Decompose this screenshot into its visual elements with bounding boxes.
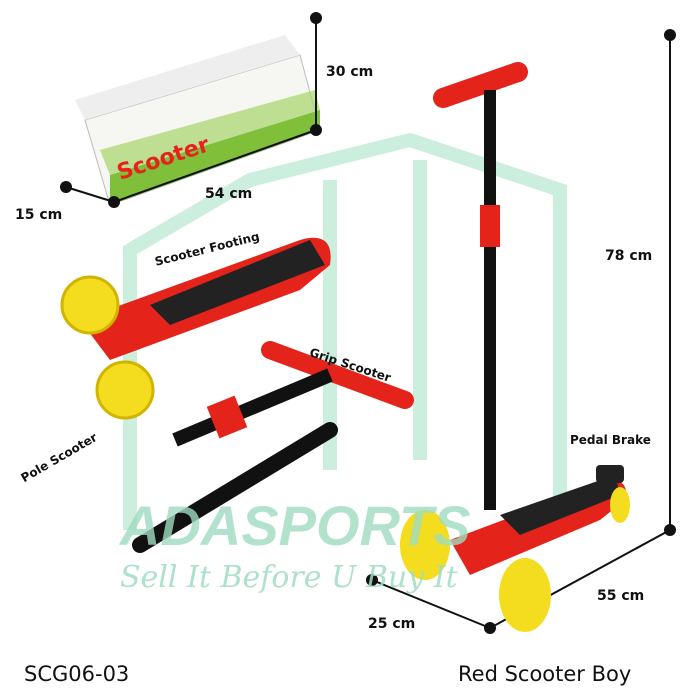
box-width-label: 15 cm: [15, 207, 63, 223]
scooter-footing-image: [60, 237, 331, 420]
box-dimension-lines: [65, 18, 317, 203]
watermark-logo: [123, 132, 567, 530]
box-height-label: 30 cm: [326, 64, 374, 80]
watermark-slogan: Sell It Before U Buy It: [120, 560, 459, 595]
box-length-label: 54 cm: [205, 186, 253, 202]
grip-image: [172, 341, 414, 447]
pole-image: [132, 422, 338, 553]
brake-label: Pedal Brake: [570, 433, 651, 447]
scooter-width-label: 25 cm: [368, 616, 416, 632]
dimension-dots: [60, 12, 676, 634]
scooter-height-label: 78 cm: [605, 248, 653, 264]
product-code: SCG06-03: [24, 662, 130, 686]
product-name: Red Scooter Boy: [458, 662, 632, 686]
assembled-scooter-image: [400, 62, 630, 632]
scooter-length-label: 55 cm: [597, 588, 645, 604]
watermark-brand: ADASPORTS: [118, 494, 471, 557]
box-image: Scooter: [75, 35, 321, 206]
